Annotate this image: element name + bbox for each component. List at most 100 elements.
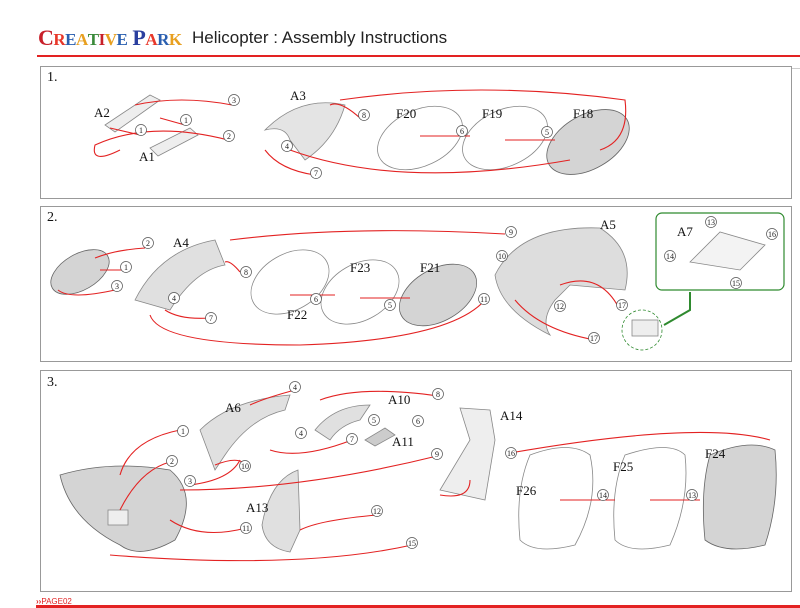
step-marker: 1	[180, 114, 192, 126]
step-marker-number: 3	[232, 96, 236, 105]
part-label: A3	[290, 88, 306, 103]
step-marker-circle	[358, 109, 370, 121]
step-marker-number: 3	[188, 477, 192, 486]
step-marker: 7	[205, 312, 217, 324]
step-marker-number: 13	[707, 218, 715, 227]
step-marker-number: 2	[146, 239, 150, 248]
step-marker-number: 17	[618, 301, 626, 310]
step-marker-circle	[346, 433, 358, 445]
step-marker: 2	[223, 130, 235, 142]
step-marker-circle	[295, 427, 307, 439]
step-marker-number: 1	[124, 263, 128, 272]
part-label: A4	[173, 235, 189, 250]
step-marker: 4	[289, 381, 301, 393]
part-a13	[261, 469, 301, 553]
page-number: PAGE02	[41, 597, 72, 606]
step-marker: 1	[135, 124, 147, 136]
step-marker-number: 7	[350, 435, 354, 444]
part-a6	[199, 394, 291, 471]
step-marker-circle	[616, 299, 628, 311]
step-marker: 5	[368, 414, 380, 426]
step-marker-number: 1	[181, 427, 185, 436]
step-marker-circle	[180, 114, 192, 126]
part-a1	[149, 127, 199, 157]
step-marker-number: 2	[227, 132, 231, 141]
step-marker-number: 15	[732, 279, 740, 288]
footer-divider	[36, 605, 800, 608]
part-f26	[518, 447, 594, 550]
part-a11	[364, 427, 396, 447]
creative-park-logo: CREATIVE PARK	[38, 25, 182, 50]
step-marker: 8	[358, 109, 370, 121]
step-marker-circle	[371, 505, 383, 517]
step-1-panel	[40, 66, 792, 199]
step-marker: 8	[240, 266, 252, 278]
step-marker-circle	[597, 489, 609, 501]
page-label: ››PAGE02	[36, 597, 72, 606]
step-marker: 4	[295, 427, 307, 439]
step-marker-number: 16	[507, 449, 515, 458]
step-marker-number: 14	[666, 252, 674, 261]
step-marker: 13	[686, 489, 698, 501]
step-marker: 3	[111, 280, 123, 292]
part-f25	[613, 447, 687, 550]
step-marker-circle	[496, 250, 508, 262]
detail-inset	[655, 212, 785, 291]
step-marker-number: 9	[435, 450, 439, 459]
part-label: A7	[677, 224, 693, 239]
step-marker: 4	[281, 140, 293, 152]
step-marker: 5	[541, 126, 553, 138]
step-marker-number: 2	[170, 457, 174, 466]
step-marker-number: 1	[139, 126, 143, 135]
step-marker-circle	[228, 94, 240, 106]
page-title: Helicopter : Assembly Instructions	[192, 28, 448, 47]
step-marker-circle	[177, 425, 189, 437]
part-label: A10	[388, 392, 410, 407]
step-marker-number: 12	[556, 302, 564, 311]
step-marker-number: 17	[590, 334, 598, 343]
part-f24	[702, 444, 777, 550]
part-a3	[263, 102, 346, 161]
step-marker-number: 1	[184, 116, 188, 125]
step-marker: 13	[705, 216, 717, 228]
step-marker-circle	[705, 216, 717, 228]
step-marker: 16	[766, 228, 778, 240]
step-marker-circle	[310, 293, 322, 305]
part-label: A13	[246, 500, 268, 515]
step-marker: 15	[406, 537, 418, 549]
step-marker-number: 3	[115, 282, 119, 291]
step-marker-number: 14	[599, 491, 607, 500]
step-marker-number: 11	[480, 295, 488, 304]
part-label: F18	[573, 106, 593, 121]
step-marker-number: 6	[460, 127, 464, 136]
step-marker: 7	[346, 433, 358, 445]
part-body-box	[107, 509, 129, 526]
step-marker-circle	[588, 332, 600, 344]
step-marker: 10	[239, 460, 251, 472]
step-marker: 6	[456, 125, 468, 137]
step-marker-circle	[240, 522, 252, 534]
step-marker-number: 6	[314, 295, 318, 304]
part-a2	[104, 94, 161, 133]
step-marker: 6	[412, 415, 424, 427]
step-marker-number: 16	[768, 230, 776, 239]
part-a14	[439, 407, 496, 501]
part-label: F25	[613, 459, 633, 474]
step-marker: 12	[371, 505, 383, 517]
step-marker: 17	[616, 299, 628, 311]
step-marker: 1	[120, 261, 132, 273]
step-marker-number: 5	[388, 301, 392, 310]
part-f21	[398, 263, 478, 327]
part-label: A14	[500, 408, 523, 423]
step-marker-number: 15	[408, 539, 416, 548]
step-marker: 8	[432, 388, 444, 400]
step-marker-number: 10	[498, 252, 506, 261]
step-marker: 1	[177, 425, 189, 437]
part-f19	[462, 105, 548, 171]
step-marker: 2	[166, 455, 178, 467]
step-marker-circle	[289, 381, 301, 393]
step-number-2: 2.	[47, 210, 58, 225]
part-label: A5	[600, 217, 616, 232]
step-marker-number: 4	[285, 142, 289, 151]
step-marker-circle	[368, 414, 380, 426]
